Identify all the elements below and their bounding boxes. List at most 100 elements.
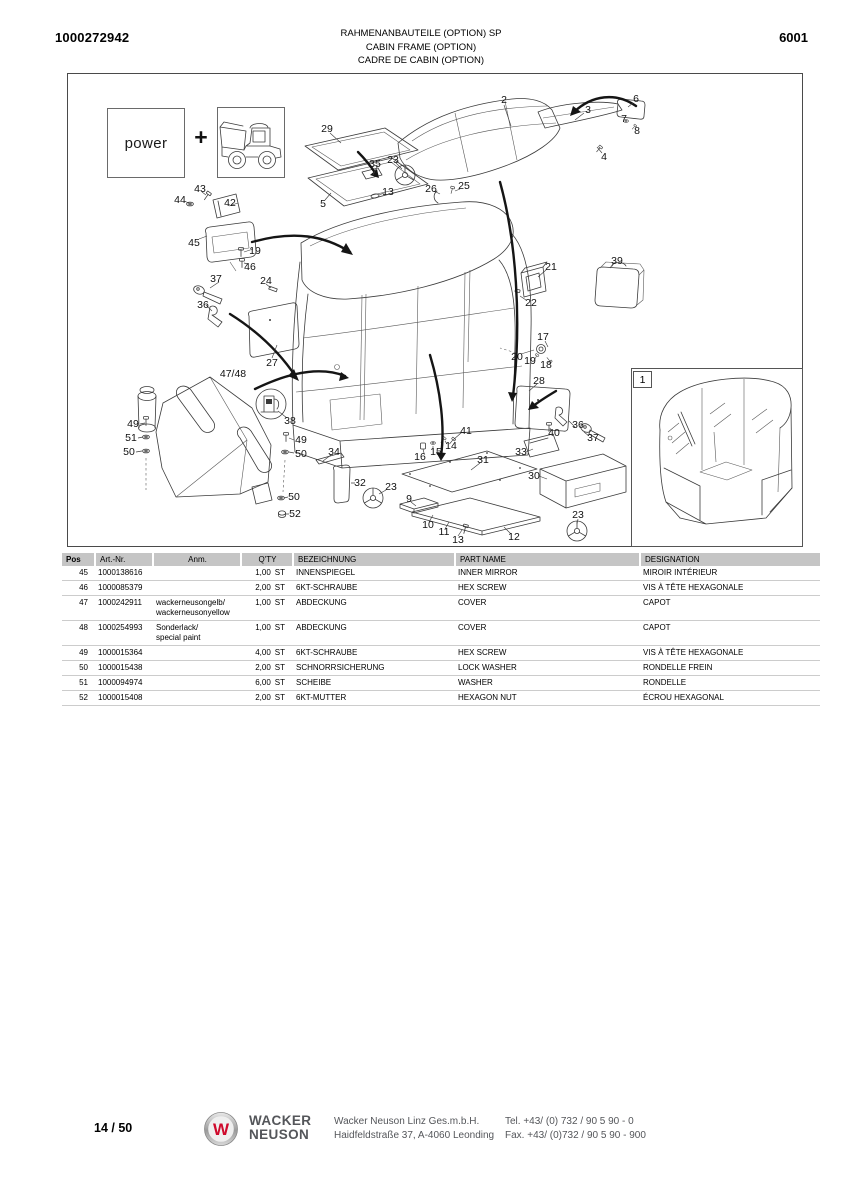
logo-letter: W (213, 1120, 230, 1139)
callout-14: 14 (445, 440, 457, 452)
cell-pos: 50 (62, 661, 94, 676)
callout-50: 50 (295, 448, 307, 460)
callout-11: 11 (438, 526, 450, 538)
cell-bezeichnung: SCHNORRSICHERUNG (292, 661, 454, 676)
callout-19: 19 (249, 245, 261, 257)
callout-23: 23 (572, 509, 584, 521)
col-header-pos: Pos (62, 553, 94, 566)
callout-37: 37 (210, 273, 222, 285)
cell-partname: INNER MIRROR (454, 566, 639, 581)
cell-designation: MIROIR INTÉRIEUR (639, 566, 820, 581)
cell-artnr: 1000015364 (94, 646, 152, 661)
company-info: Wacker Neuson Linz Ges.m.b.H. Haidfeldst… (334, 1115, 494, 1143)
cell-bezeichnung: 6KT-SCHRAUBE (292, 581, 454, 596)
callout-21: 21 (545, 261, 557, 273)
callout-35: 35 (369, 158, 381, 170)
cell-artnr: 1000015408 (94, 691, 152, 706)
callout-51: 51 (125, 432, 137, 444)
callout-50: 50 (123, 446, 135, 458)
page-title: RAHMENANBAUTEILE (OPTION) SP CABIN FRAME… (0, 27, 842, 68)
company-address: Haidfeldstraße 37, A-4060 Leonding (334, 1130, 495, 1141)
cell-qty: 1,00 ST (240, 566, 292, 581)
callout-6: 6 (633, 93, 639, 105)
company-name: Wacker Neuson Linz Ges.m.b.H. (334, 1116, 480, 1127)
cell-designation: ÉCROU HEXAGONAL (639, 691, 820, 706)
cell-partname: HEX SCREW (454, 581, 639, 596)
callout-30: 30 (528, 470, 540, 482)
callout-33: 33 (515, 446, 527, 458)
cell-bezeichnung: SCHEIBE (292, 676, 454, 691)
callout-7: 7 (621, 113, 627, 125)
callout-18: 18 (540, 359, 552, 371)
callout-32: 32 (354, 477, 366, 489)
callout-13: 13 (382, 186, 394, 198)
cell-artnr: 1000015438 (94, 661, 152, 676)
cell-partname: HEXAGON NUT (454, 691, 639, 706)
cell-designation: RONDELLE FREIN (639, 661, 820, 676)
cell-artnr: 1000138616 (94, 566, 152, 581)
cell-pos: 46 (62, 581, 94, 596)
contact-info: Tel. +43/ (0) 732 / 90 5 90 - 0 Fax. +43… (505, 1115, 646, 1143)
cell-qty: 1,00 ST (240, 596, 292, 621)
cell-qty: 2,00 ST (240, 581, 292, 596)
callout-40: 40 (548, 427, 560, 439)
callout-20: 20 (511, 351, 523, 363)
cell-pos: 45 (62, 566, 94, 581)
callout-23: 23 (385, 481, 397, 493)
cell-partname: WASHER (454, 676, 639, 691)
callout-10: 10 (422, 519, 434, 531)
fax-number: Fax. +43/ (0)732 / 90 5 90 - 900 (505, 1130, 646, 1141)
cell-qty: 2,00 ST (240, 661, 292, 676)
brand-wordmark: WACKER NEUSON (249, 1114, 311, 1141)
callout-17: 17 (537, 331, 549, 343)
cell-anm (152, 676, 240, 691)
callout-49: 49 (127, 418, 139, 430)
cell-anm (152, 646, 240, 661)
section-code: 6001 (779, 30, 808, 45)
phone-number: Tel. +43/ (0) 732 / 90 5 90 - 0 (505, 1116, 634, 1127)
cell-pos: 52 (62, 691, 94, 706)
callout-36: 36 (572, 419, 584, 431)
callout-50: 50 (288, 491, 300, 503)
callout-13: 13 (452, 534, 464, 546)
callout-52: 52 (289, 508, 301, 520)
callout-36: 36 (197, 299, 209, 311)
cell-bezeichnung: ABDECKUNG (292, 621, 454, 646)
cell-designation: CAPOT (639, 596, 820, 621)
page-indicator: 14 / 50 (94, 1121, 133, 1135)
callout-26: 26 (425, 183, 437, 195)
col-header-bezeichnung: BEZEICHNUNG (292, 553, 454, 566)
callout-12: 12 (508, 531, 520, 543)
callout-46: 46 (244, 261, 256, 273)
callout-31: 31 (477, 454, 489, 466)
title-english: CABIN FRAME (OPTION) (365, 41, 477, 53)
cell-partname: COVER (454, 621, 639, 646)
cell-partname: COVER (454, 596, 639, 621)
brand-line2: NEUSON (249, 1126, 310, 1142)
cell-pos: 47 (62, 596, 94, 621)
cell-designation: RONDELLE (639, 676, 820, 691)
callout-37: 37 (587, 432, 599, 444)
callout-5: 5 (320, 198, 326, 210)
col-header-partname: PART NAME (454, 553, 639, 566)
callout-47/48: 47/48 (219, 368, 247, 380)
col-header-qty: Q'TY (240, 553, 292, 566)
callout-3: 3 (585, 104, 591, 116)
col-header-anm: Anm. (152, 553, 240, 566)
cell-anm: wackerneusongelb/ wackerneusonyellow (152, 596, 240, 621)
cell-artnr: 1000254993 (94, 621, 152, 646)
cell-anm: Sonderlack/ special paint (152, 621, 240, 646)
parts-table: Pos Art.-Nr. Anm. Q'TY BEZEICHNUNG PART … (62, 553, 820, 706)
cell-designation: VIS À TÊTE HEXAGONALE (639, 646, 820, 661)
callout-27: 27 (266, 357, 278, 369)
callout-39: 39 (611, 255, 623, 267)
callout-41: 41 (460, 425, 472, 437)
